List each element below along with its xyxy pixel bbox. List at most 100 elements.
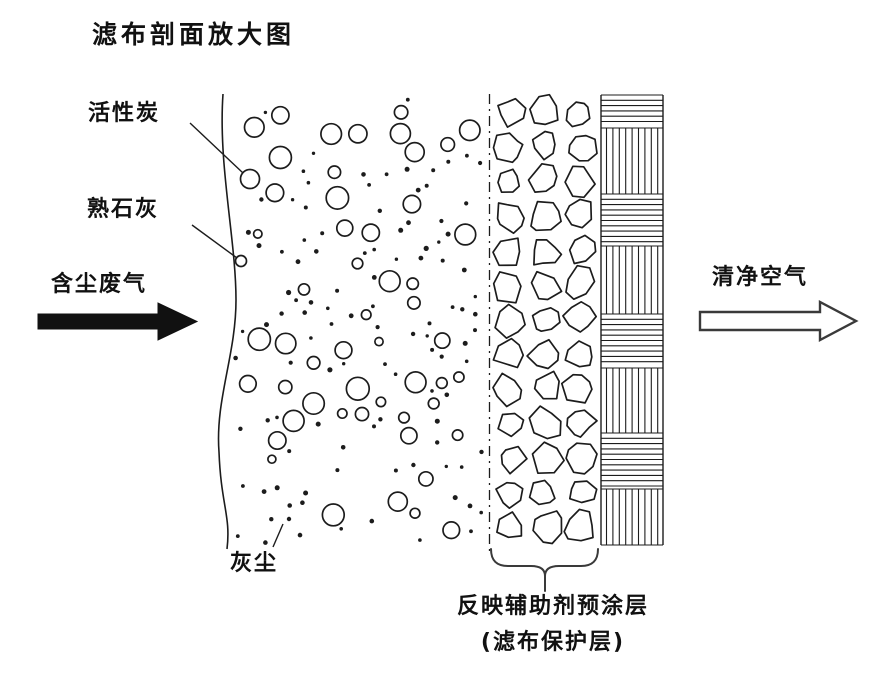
dust-dot <box>411 462 416 468</box>
particle-circle <box>378 269 401 293</box>
dust-dot <box>315 421 321 427</box>
particle-circle <box>360 309 372 321</box>
dust-dot <box>335 288 340 293</box>
precoat-granule <box>526 338 560 370</box>
dust-dot <box>439 218 444 224</box>
particle-circle <box>321 503 346 527</box>
dust-dot <box>340 445 346 450</box>
dust-particle-field <box>233 97 484 545</box>
slaked-lime-leader-line <box>191 224 238 259</box>
label-dusty-waste-gas: 含尘废气 <box>51 272 148 297</box>
dust-dot <box>367 183 371 187</box>
dust-dot <box>314 249 319 254</box>
dust-dot <box>233 355 238 361</box>
precoat-granule <box>560 373 593 404</box>
precoat-caption: 反映辅助剂预涂层 (滤布保护层) <box>457 596 649 654</box>
precoat-granule <box>492 132 524 164</box>
particle-circle <box>277 379 293 395</box>
precoat-granule <box>492 372 523 408</box>
dust-dot <box>469 529 473 534</box>
dust-dot <box>473 311 478 317</box>
dust-dot <box>265 418 270 423</box>
dust-dot <box>377 208 382 213</box>
precoat-granule <box>564 198 593 229</box>
diagram-title: 滤布剖面放大图 <box>92 20 296 49</box>
dust-dot <box>300 500 305 506</box>
particle-circle <box>399 426 418 445</box>
dust-dot <box>290 198 295 202</box>
particle-circle <box>361 223 381 243</box>
precoat-granule <box>565 264 596 301</box>
precoat-granule <box>500 445 528 475</box>
dust-dot <box>384 172 389 177</box>
dust-dot <box>398 227 404 233</box>
precoat-granule <box>533 370 560 400</box>
particle-circle <box>433 332 451 350</box>
dust-dot <box>444 464 448 469</box>
dust-dot <box>465 153 469 158</box>
dust-dot <box>424 183 429 188</box>
dust-dot <box>264 322 269 328</box>
dust-dot <box>434 418 440 424</box>
dust-dot <box>241 484 245 488</box>
precoat-granule-layer <box>492 93 598 545</box>
dust-dot <box>235 534 240 538</box>
dust-dot <box>462 340 468 346</box>
dust-leader-line <box>272 523 284 548</box>
dust-dot <box>440 258 445 263</box>
dust-dot <box>464 359 469 364</box>
precoat-granule <box>564 340 593 368</box>
particle-circle <box>409 507 421 519</box>
precoat-granule <box>568 234 597 265</box>
dust-dot <box>435 440 440 445</box>
label-clean-air: 清净空气 <box>712 265 809 290</box>
dust-dot <box>406 220 411 226</box>
particle-circle <box>404 141 426 163</box>
dust-dot <box>431 168 436 173</box>
precoat-granule <box>568 134 598 162</box>
dust-dot <box>302 238 307 242</box>
dust-dot <box>393 372 398 377</box>
dust-dot <box>418 255 424 261</box>
dust-dot <box>286 289 292 296</box>
dust-dot <box>415 187 421 193</box>
dust-dot <box>405 97 410 102</box>
particle-circle <box>270 105 290 125</box>
dust-dot <box>430 389 434 393</box>
phase-boundary-wavy-line <box>217 93 237 550</box>
precoat-granule <box>527 162 558 193</box>
particle-circle <box>238 374 258 393</box>
precoat-granule <box>564 165 596 199</box>
dust-dot <box>418 538 422 542</box>
particle-circle <box>335 219 354 237</box>
dust-dot <box>425 334 429 338</box>
precoat-granule <box>495 481 524 510</box>
dust-dot <box>295 259 301 265</box>
particle-circle <box>452 371 465 384</box>
particle-circle <box>374 336 384 347</box>
label-cloth-protection-layer: (滤布保护层) <box>480 630 626 655</box>
dust-dot <box>460 307 465 312</box>
particle-circle <box>267 454 277 465</box>
dust-dot <box>240 329 245 334</box>
dust-dot <box>371 275 377 280</box>
dust-dot <box>288 360 293 365</box>
particle-circle <box>417 470 434 487</box>
right-arrow-solid-icon <box>37 302 199 341</box>
particle-circle <box>274 332 297 355</box>
dust-dot <box>327 367 333 373</box>
dust-dot <box>263 110 268 115</box>
dust-dot <box>287 449 292 454</box>
dust-dot <box>280 249 284 254</box>
dust-dot <box>427 321 432 326</box>
dust-dot <box>279 311 284 316</box>
particle-circle <box>435 376 449 390</box>
dust-dot <box>308 300 314 305</box>
particle-circle <box>345 376 371 401</box>
particle-circle <box>454 223 477 246</box>
dust-dot <box>259 197 264 202</box>
particle-circle <box>393 104 409 120</box>
dust-dot <box>309 336 313 340</box>
inlet-flow-arrow <box>37 302 199 341</box>
